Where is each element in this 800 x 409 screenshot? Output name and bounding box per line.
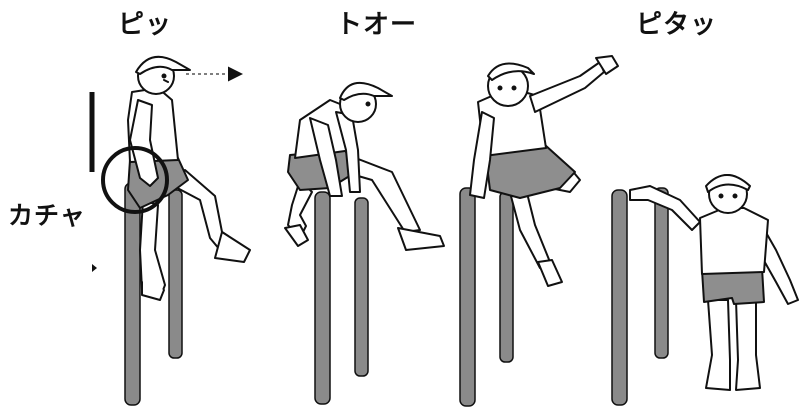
- bar-pair-4: [612, 188, 668, 405]
- bar-front: [125, 183, 140, 405]
- bar-pair-3: [460, 188, 513, 406]
- small-arrow-icon: [92, 264, 97, 272]
- figure-3-person: [470, 56, 618, 286]
- bar-pair-2: [315, 192, 368, 404]
- bar-back: [169, 190, 182, 358]
- figure-1-person: [128, 57, 250, 300]
